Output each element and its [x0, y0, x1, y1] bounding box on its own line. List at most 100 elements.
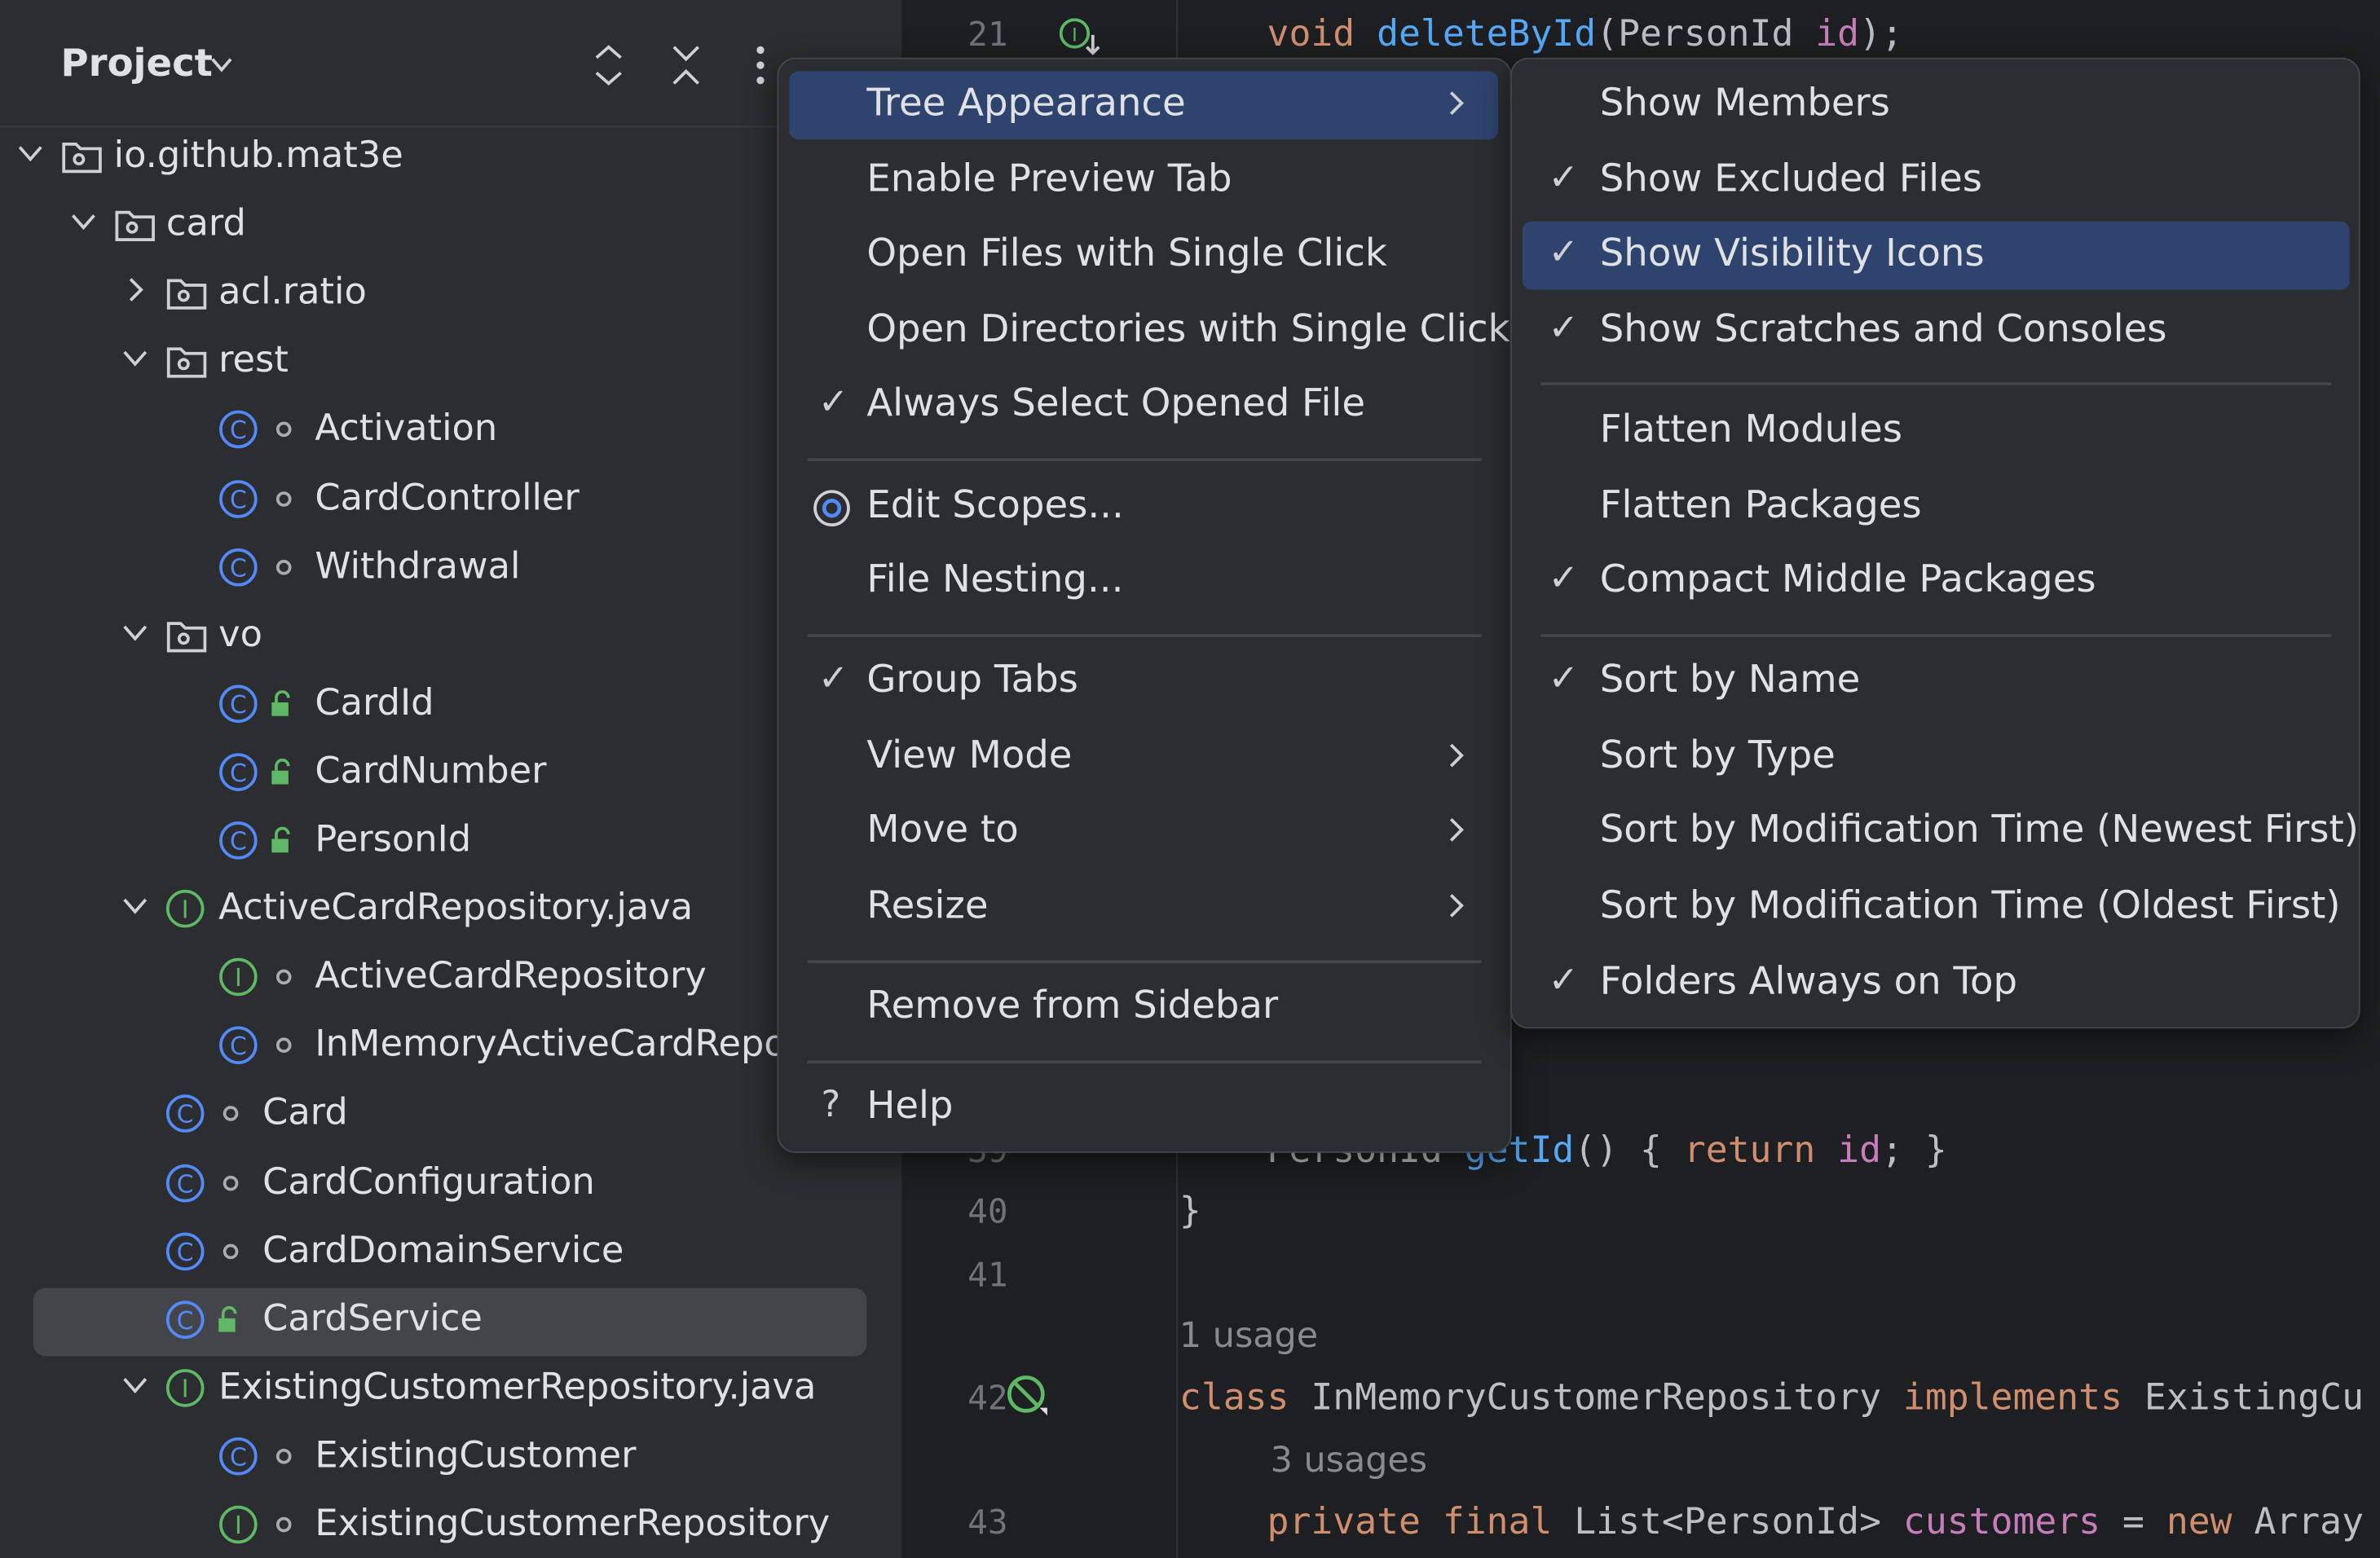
- chevron-down-icon[interactable]: [117, 341, 153, 377]
- code-token: () {: [1574, 1129, 1684, 1172]
- tree-row[interactable]: C Activation: [0, 398, 901, 466]
- chevron-down-icon[interactable]: [117, 887, 153, 924]
- project-panel-header: Project: [0, 0, 902, 128]
- tree-item-label: card: [165, 201, 246, 244]
- menu-separator: [807, 633, 1482, 637]
- scope-icon: [812, 488, 851, 537]
- code-token: (PersonId: [1596, 11, 1816, 55]
- menu-item[interactable]: ✓Sort by Name: [1523, 648, 2350, 716]
- menu-item[interactable]: ✓Show Scratches and Consoles: [1523, 297, 2350, 366]
- package-folder-icon: [165, 615, 208, 661]
- code-token: ; }: [1881, 1129, 1947, 1172]
- menu-item[interactable]: Tree Appearance: [789, 71, 1498, 140]
- class-icon: C: [165, 1094, 208, 1143]
- menu-item[interactable]: Show Members: [1523, 71, 2350, 139]
- menu-item[interactable]: File Nesting...: [789, 548, 1498, 616]
- menu-item[interactable]: Flatten Modules: [1523, 398, 2350, 466]
- menu-item[interactable]: Sort by Type: [1523, 724, 2350, 792]
- tree-row[interactable]: io.github.mat3e: [0, 125, 901, 193]
- chevron-down-icon[interactable]: [117, 1367, 153, 1403]
- menu-item[interactable]: Resize: [789, 874, 1498, 942]
- tree-item-label: ActiveCardRepository.java: [218, 886, 694, 929]
- menu-item[interactable]: Open Directories with Single Click: [789, 297, 1510, 366]
- code-line[interactable]: class InMemoryCustomerRepository impleme…: [1179, 1376, 2364, 1419]
- package-private-icon: [275, 491, 291, 506]
- tree-row[interactable]: acl.ratio: [0, 262, 901, 330]
- no-entry-icon[interactable]: [1007, 1375, 1049, 1417]
- class-icon: C: [218, 547, 260, 596]
- implemented-interface-icon[interactable]: I: [1058, 16, 1100, 55]
- menu-item-label: Open Directories with Single Click: [866, 306, 1510, 350]
- menu-item[interactable]: Sort by Modification Time (Newest First): [1523, 799, 2359, 867]
- checkmark-icon: ✓: [1548, 231, 1579, 274]
- code-token: InMemoryCustomerRepository: [1311, 1375, 1903, 1419]
- package-private-icon: [275, 1516, 291, 1533]
- chevron-down-icon[interactable]: [12, 135, 49, 172]
- tree-row[interactable]: rest: [0, 330, 901, 398]
- tree-row[interactable]: vo: [0, 603, 901, 671]
- menu-item[interactable]: Edit Scopes...: [789, 473, 1498, 541]
- code-line[interactable]: private final List<PersonId> customers =…: [1179, 1500, 2364, 1543]
- tree-appearance-submenu: Show Members ✓Show Excluded Files ✓ Show Vi…: [1510, 57, 2360, 1029]
- chevron-right-icon: [1440, 736, 1474, 775]
- more-vertical-icon[interactable]: [753, 42, 769, 88]
- tree-item-label: Activation: [315, 407, 498, 450]
- menu-item-label: Show Visibility Icons: [1599, 231, 1985, 275]
- chevron-down-icon[interactable]: [117, 614, 153, 650]
- collapse-all-icon[interactable]: [669, 42, 703, 88]
- svg-text:C: C: [177, 1238, 194, 1266]
- menu-item[interactable]: ✓ Show Visibility Icons: [1522, 222, 2350, 290]
- svg-text:I: I: [234, 1512, 241, 1540]
- usage-hint[interactable]: 1 usage: [1179, 1316, 1319, 1357]
- chevron-down-icon[interactable]: [209, 55, 234, 76]
- menu-item[interactable]: Remove from Sidebar: [789, 974, 1498, 1042]
- menu-item[interactable]: ?Help: [789, 1074, 1498, 1142]
- interface-icon: I: [218, 957, 260, 1006]
- code-line[interactable]: }: [1179, 1190, 1201, 1232]
- menu-item[interactable]: Enable Preview Tab: [789, 147, 1498, 215]
- svg-text:C: C: [229, 554, 246, 583]
- tree-item-label: rest: [218, 338, 289, 381]
- class-icon: C: [218, 410, 260, 459]
- menu-item[interactable]: ✓Always Select Opened File: [789, 372, 1498, 441]
- menu-item-label: Remove from Sidebar: [866, 983, 1279, 1028]
- chevron-right-icon[interactable]: [117, 272, 153, 309]
- expand-all-icon[interactable]: [592, 42, 625, 88]
- svg-text:C: C: [177, 1306, 194, 1335]
- menu-item[interactable]: Sort by Modification Time (Oldest First): [1523, 874, 2350, 942]
- code-token: class: [1179, 1375, 1311, 1419]
- chevron-down-icon[interactable]: [64, 204, 101, 240]
- tree-row[interactable]: card: [0, 193, 901, 262]
- menu-item[interactable]: Flatten Packages: [1523, 473, 2350, 541]
- usage-hint[interactable]: 3 usages: [1270, 1441, 1428, 1481]
- tree-item-label: InMemoryActiveCardRepo: [315, 1023, 787, 1066]
- public-lock-icon: [270, 689, 294, 718]
- checkmark-icon: ✓: [1548, 657, 1579, 700]
- menu-item[interactable]: ✓Show Excluded Files: [1523, 147, 2350, 215]
- menu-item[interactable]: ✓Folders Always on Top: [1523, 949, 2350, 1018]
- code-line[interactable]: void deleteById(PersonId id);: [1179, 12, 1903, 55]
- menu-item[interactable]: Open Files with Single Click: [789, 222, 1498, 290]
- project-title[interactable]: Project: [60, 41, 213, 86]
- code-token: new: [2166, 1500, 2254, 1543]
- menu-item[interactable]: Move to: [789, 799, 1498, 867]
- menu-item[interactable]: View Mode: [789, 724, 1498, 792]
- package-private-icon: [275, 1448, 291, 1464]
- menu-item[interactable]: ✓Group Tabs: [789, 648, 1498, 716]
- menu-item[interactable]: ✓Compact Middle Packages: [1523, 548, 2350, 616]
